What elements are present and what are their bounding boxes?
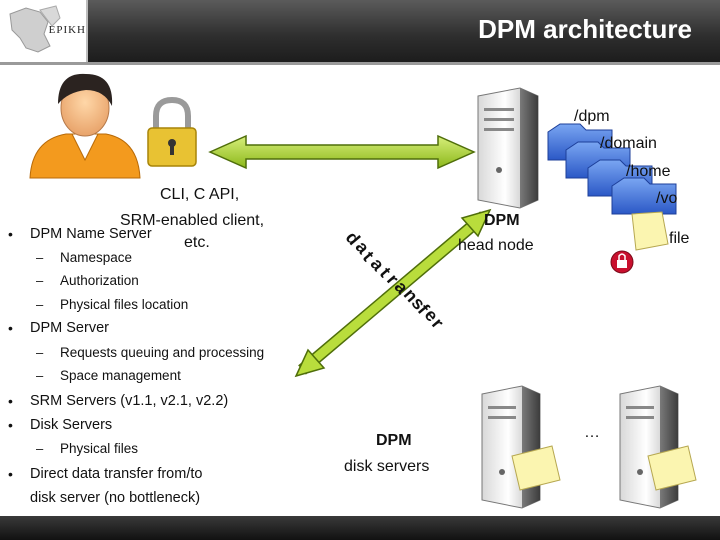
bullet-disk-servers: Disk Servers [30, 417, 113, 433]
sub-bullet-physical-files: Physical files [60, 441, 139, 456]
head-node-label-line-1: DPM [484, 212, 520, 229]
user-icon [29, 73, 141, 179]
path-domain: /domain [600, 135, 657, 152]
file-note-icon [631, 211, 669, 251]
sub-bullet-marker: – [36, 250, 44, 265]
sub-bullet-requests: Requests queuing and processing [60, 345, 265, 360]
lock-icon [147, 96, 197, 167]
bullet-marker: • [8, 226, 13, 242]
data-transfer-arrow [294, 208, 492, 378]
sub-bullet-marker: – [36, 273, 44, 288]
disk-server-icon-2 [619, 385, 697, 509]
bullet-srm-servers: SRM Servers (v1.1, v2.1, v2.2) [30, 393, 229, 409]
logo: EPIKH [0, 0, 88, 62]
client-head-arrow [208, 134, 476, 170]
sub-bullet-authorization: Authorization [60, 273, 139, 288]
bullet-marker: • [8, 393, 13, 409]
map-icon [9, 5, 61, 53]
sub-bullet-physical-location: Physical files location [60, 297, 189, 312]
client-label-line-1: CLI, C API, [160, 186, 240, 203]
bullet-marker: • [8, 466, 13, 482]
path-dpm: /dpm [574, 108, 610, 125]
sub-bullet-marker: – [36, 345, 44, 360]
disk-server-icon-1 [481, 385, 561, 509]
more-servers-ellipsis: … [584, 424, 600, 441]
sub-bullet-namespace: Namespace [60, 250, 133, 265]
disk-servers-label-line-2: disk servers [344, 458, 430, 475]
bullet-direct-transfer: Direct data transfer from/to [30, 466, 203, 482]
title-bar: EPIKH DPM architecture [0, 0, 720, 64]
client-label-line-2: SRM-enabled client, [120, 212, 265, 229]
path-file: file [669, 230, 690, 247]
page-title: DPM architecture [478, 14, 692, 44]
head-node-label-line-2: head node [458, 237, 534, 254]
path-home: /home [626, 163, 671, 180]
footer-bar [0, 516, 720, 540]
bullet-marker: • [8, 320, 13, 336]
file-lock-icon [610, 250, 634, 274]
bullet-dpm-server: DPM Server [30, 320, 109, 336]
header-divider [0, 62, 720, 65]
disk-servers-label-line-1: DPM [376, 432, 412, 449]
sub-bullet-marker: – [36, 368, 44, 383]
path-vo: /vo [656, 190, 678, 207]
bullet-marker: • [8, 417, 13, 433]
sub-bullet-marker: – [36, 441, 44, 456]
sub-bullet-space: Space management [60, 368, 181, 383]
sub-bullet-marker: – [36, 297, 44, 312]
logo-text: EPIKH [48, 24, 86, 36]
folder-icon-vo [611, 177, 677, 215]
bullet-name-server: DPM Name Server [30, 226, 152, 242]
head-node-server-icon [477, 87, 539, 209]
client-label-line-3: etc. [184, 234, 210, 251]
bullet-direct-transfer-continued: disk server (no bottleneck) [30, 490, 201, 506]
